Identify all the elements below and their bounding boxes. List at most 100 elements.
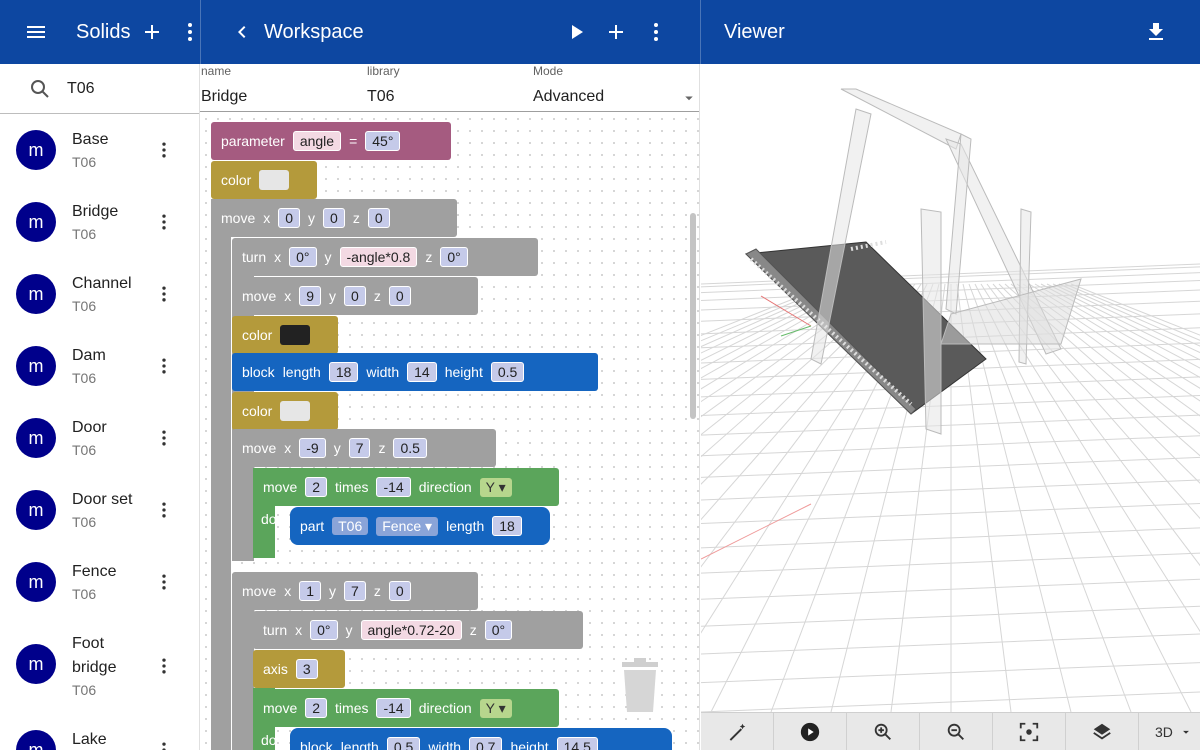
move-block[interactable]: move x 9 y 0 z 0	[232, 277, 478, 315]
move-x-value[interactable]: 0	[278, 208, 301, 228]
turn-x-value[interactable]: 0°	[310, 620, 338, 640]
more-vert-icon[interactable]	[148, 274, 180, 314]
turn-y-value[interactable]: angle*0.72-20	[360, 620, 462, 640]
move-y-value[interactable]: 0	[323, 208, 345, 228]
block-width-value[interactable]: 14	[407, 362, 437, 382]
block-width-value[interactable]: 0.7	[469, 737, 503, 750]
solid-list-item[interactable]: m Door T06	[0, 402, 199, 474]
more-vert-icon[interactable]	[148, 490, 180, 530]
name-value[interactable]: Bridge	[201, 88, 248, 105]
solid-list-item[interactable]: m Base T06	[0, 114, 199, 186]
library-value[interactable]: T06	[367, 88, 395, 105]
menu-icon[interactable]	[16, 12, 56, 52]
mode-value[interactable]: Advanced	[533, 88, 605, 105]
block-length-value[interactable]: 0.5	[386, 737, 421, 750]
add-solid-icon[interactable]	[132, 12, 172, 52]
color-block[interactable]: color	[232, 316, 338, 354]
more-vert-icon[interactable]	[148, 418, 180, 458]
repeat-step[interactable]: -14	[376, 477, 411, 497]
move-y-value[interactable]: 7	[344, 581, 366, 601]
turn-y-value[interactable]: -angle*0.8	[339, 247, 418, 267]
block-height-value[interactable]: 14.5	[556, 737, 598, 750]
magic-wand-icon[interactable]	[701, 712, 774, 750]
move-z-value[interactable]: 0	[367, 208, 390, 228]
back-icon[interactable]	[224, 12, 260, 52]
block-canvas[interactable]: parameter angle = 45° color move x 0 y 0…	[200, 113, 699, 750]
block-height-value[interactable]: 0.5	[490, 362, 525, 382]
view-mode-select[interactable]: 3D	[1155, 724, 1193, 740]
move-z-value[interactable]: 0	[388, 581, 411, 601]
repeat-move-block[interactable]: move 2 times -14 direction Y ▾	[253, 468, 559, 506]
color-block[interactable]: color	[232, 392, 338, 430]
more-vert-icon[interactable]	[148, 130, 180, 170]
move-x-value[interactable]: 1	[299, 581, 322, 601]
more-vert-icon[interactable]	[148, 346, 180, 386]
fit-view-icon[interactable]	[993, 712, 1066, 750]
turn-block[interactable]: turn x 0° y angle*0.72-20 z 0°	[253, 611, 583, 649]
move-block[interactable]: move x 0 y 0 z 0	[211, 199, 457, 237]
repeat-count[interactable]: 2	[305, 698, 328, 718]
turn-z-value[interactable]: 0°	[484, 620, 513, 640]
direction-dropdown[interactable]: Y ▾	[479, 698, 512, 718]
vertical-scrollbar[interactable]	[690, 213, 696, 419]
download-icon[interactable]	[1136, 12, 1176, 52]
color-swatch-dark[interactable]	[280, 325, 311, 345]
block-length-value[interactable]: 18	[328, 362, 359, 382]
repeat-move-block[interactable]: move 2 times -14 direction Y ▾	[253, 689, 559, 727]
color-swatch-light[interactable]	[259, 170, 290, 190]
move-y-value[interactable]: 7	[348, 438, 371, 458]
add-block-icon[interactable]	[596, 12, 636, 52]
move-y-value[interactable]: 0	[344, 286, 366, 306]
repeat-count[interactable]: 2	[305, 477, 328, 497]
zoom-in-icon[interactable]	[847, 712, 920, 750]
move-z-value[interactable]: 0.5	[393, 438, 427, 458]
library-field[interactable]: library T06	[367, 64, 400, 106]
solid-list-item[interactable]: m Dam T06	[0, 330, 199, 402]
move-block[interactable]: move x -9 y 7 z 0.5	[232, 429, 496, 467]
parameter-value[interactable]: 45°	[365, 131, 401, 151]
search-input[interactable]: T06	[67, 79, 95, 97]
axis-block[interactable]: axis 3	[253, 650, 345, 688]
run-icon[interactable]	[556, 12, 596, 52]
part-name-dropdown[interactable]: Fence ▾	[376, 516, 439, 536]
parameter-block[interactable]: parameter angle = 45°	[211, 122, 451, 160]
3d-viewport[interactable]	[701, 64, 1200, 713]
solids-more-icon[interactable]	[172, 12, 208, 52]
trash-icon[interactable]	[620, 658, 660, 713]
more-vert-icon[interactable]	[148, 562, 180, 602]
parameter-name[interactable]: angle	[292, 131, 342, 151]
color-swatch-light[interactable]	[280, 401, 311, 421]
solid-list-item[interactable]: m Fence T06	[0, 546, 199, 618]
turn-x-value[interactable]: 0°	[289, 247, 317, 267]
name-field[interactable]: name Bridge	[201, 64, 247, 106]
turn-block[interactable]: turn x 0° y -angle*0.8 z 0°	[232, 238, 538, 276]
workspace-more-icon[interactable]	[636, 12, 676, 52]
move-block[interactable]: move x 1 y 7 z 0	[232, 572, 478, 610]
zoom-out-icon[interactable]	[920, 712, 993, 750]
move-x-value[interactable]: 9	[299, 286, 322, 306]
play-icon[interactable]	[774, 712, 847, 750]
solid-list-item[interactable]: m Foot bridge T06	[0, 618, 199, 714]
part-length-value[interactable]: 18	[492, 516, 522, 536]
direction-dropdown[interactable]: Y ▾	[479, 477, 512, 497]
layers-icon[interactable]	[1066, 712, 1139, 750]
block-block[interactable]: block length 0.5 width 0.7 height 14.5	[290, 728, 672, 750]
solid-list-item[interactable]: m Lake	[0, 714, 199, 750]
search-bar[interactable]: T06	[0, 64, 199, 114]
more-vert-icon[interactable]	[148, 730, 180, 750]
mode-select[interactable]: Mode Advanced	[533, 64, 698, 107]
axis-value[interactable]: 3	[295, 659, 318, 679]
color-block[interactable]: color	[211, 161, 317, 199]
more-vert-icon[interactable]	[148, 202, 180, 242]
solid-list-item[interactable]: m Channel T06	[0, 258, 199, 330]
solid-list-item[interactable]: m Door set T06	[0, 474, 199, 546]
move-z-value[interactable]: 0	[388, 286, 411, 306]
turn-z-value[interactable]: 0°	[440, 247, 468, 267]
more-vert-icon[interactable]	[148, 646, 180, 686]
repeat-step[interactable]: -14	[376, 698, 411, 718]
block-block[interactable]: block length 18 width 14 height 0.5	[232, 353, 598, 391]
view-mode-value[interactable]: 3D	[1155, 723, 1173, 740]
move-x-value[interactable]: -9	[299, 438, 326, 458]
part-block[interactable]: part T06 Fence ▾ length 18	[290, 507, 550, 545]
solid-list-item[interactable]: m Bridge T06	[0, 186, 199, 258]
